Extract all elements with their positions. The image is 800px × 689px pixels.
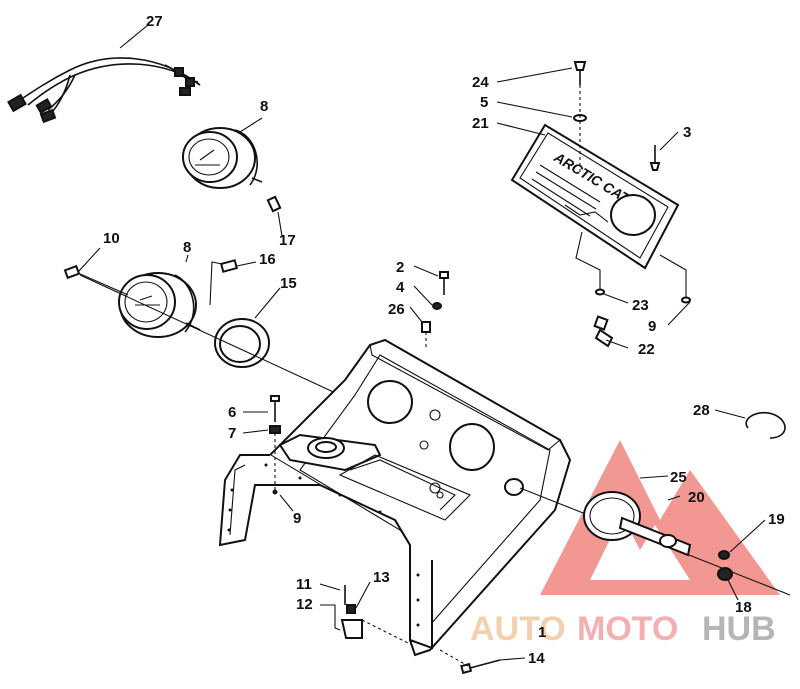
callout-20: 20 (688, 489, 705, 506)
callout-11: 11 (296, 576, 312, 593)
gauge-hole-right (449, 423, 495, 471)
watermark-part-auto: AUTO (470, 610, 566, 648)
watermark-text: AUTO MOTO HUB (470, 610, 776, 648)
screw-14 (439, 649, 526, 675)
lower-gauge (118, 254, 201, 338)
callout-16: 16 (259, 251, 276, 268)
callout-27: 27 (146, 13, 163, 30)
callout-labels: 1 2 3 4 5 6 7 8 8 9 9 10 11 12 13 14 15 … (103, 13, 785, 667)
screw-3 (649, 131, 679, 171)
callout-3: 3 (683, 124, 691, 141)
callout-18: 18 (735, 599, 752, 616)
callout-2: 2 (396, 259, 404, 276)
callout-4: 4 (396, 279, 405, 296)
watermark-part-moto: MOTO (577, 610, 678, 648)
upper-gauge (182, 117, 263, 189)
retaining-ring-28 (714, 409, 786, 439)
dash-panel (218, 338, 572, 657)
callout-26: 26 (388, 301, 405, 318)
callout-8-upper: 8 (260, 98, 268, 115)
callout-28: 28 (693, 402, 710, 419)
cable-assembly (519, 475, 791, 601)
hardware-23-9-22 (575, 231, 691, 349)
watermark-part-hub: HUB (702, 610, 776, 648)
bulb-10 (63, 247, 129, 296)
callout-21: 21 (472, 115, 489, 132)
callout-17: 17 (279, 232, 296, 249)
callout-9-left: 9 (293, 510, 301, 527)
screw-stack-2-4-26 (409, 265, 449, 350)
nameplate-21: ARCTIC CAT (510, 123, 680, 270)
callout-1: 1 (538, 624, 546, 641)
callout-7: 7 (228, 425, 236, 442)
callout-12: 12 (296, 596, 313, 613)
bulb-16 (209, 259, 257, 306)
clip-11-12-13 (319, 581, 413, 646)
callout-5: 5 (480, 94, 488, 111)
callout-15: 15 (280, 275, 297, 292)
bezel-ring-15 (214, 287, 281, 368)
watermark-logo (540, 440, 780, 595)
callout-8-lower: 8 (183, 239, 191, 256)
callout-9-right: 9 (648, 318, 656, 335)
screw-6-7 (242, 395, 294, 512)
callout-13: 13 (373, 569, 390, 586)
bulb-socket-17 (266, 195, 283, 237)
callout-22: 22 (638, 341, 655, 358)
callout-19: 19 (768, 511, 785, 528)
callout-6: 6 (228, 404, 236, 421)
callout-24: 24 (472, 74, 489, 91)
gauge-hole-left (367, 380, 413, 424)
callout-10: 10 (103, 230, 120, 247)
wiring-harness (7, 24, 201, 124)
callout-25: 25 (670, 469, 687, 486)
screw-24-5 (496, 61, 587, 175)
callout-14: 14 (528, 650, 545, 667)
callout-23: 23 (632, 297, 649, 314)
